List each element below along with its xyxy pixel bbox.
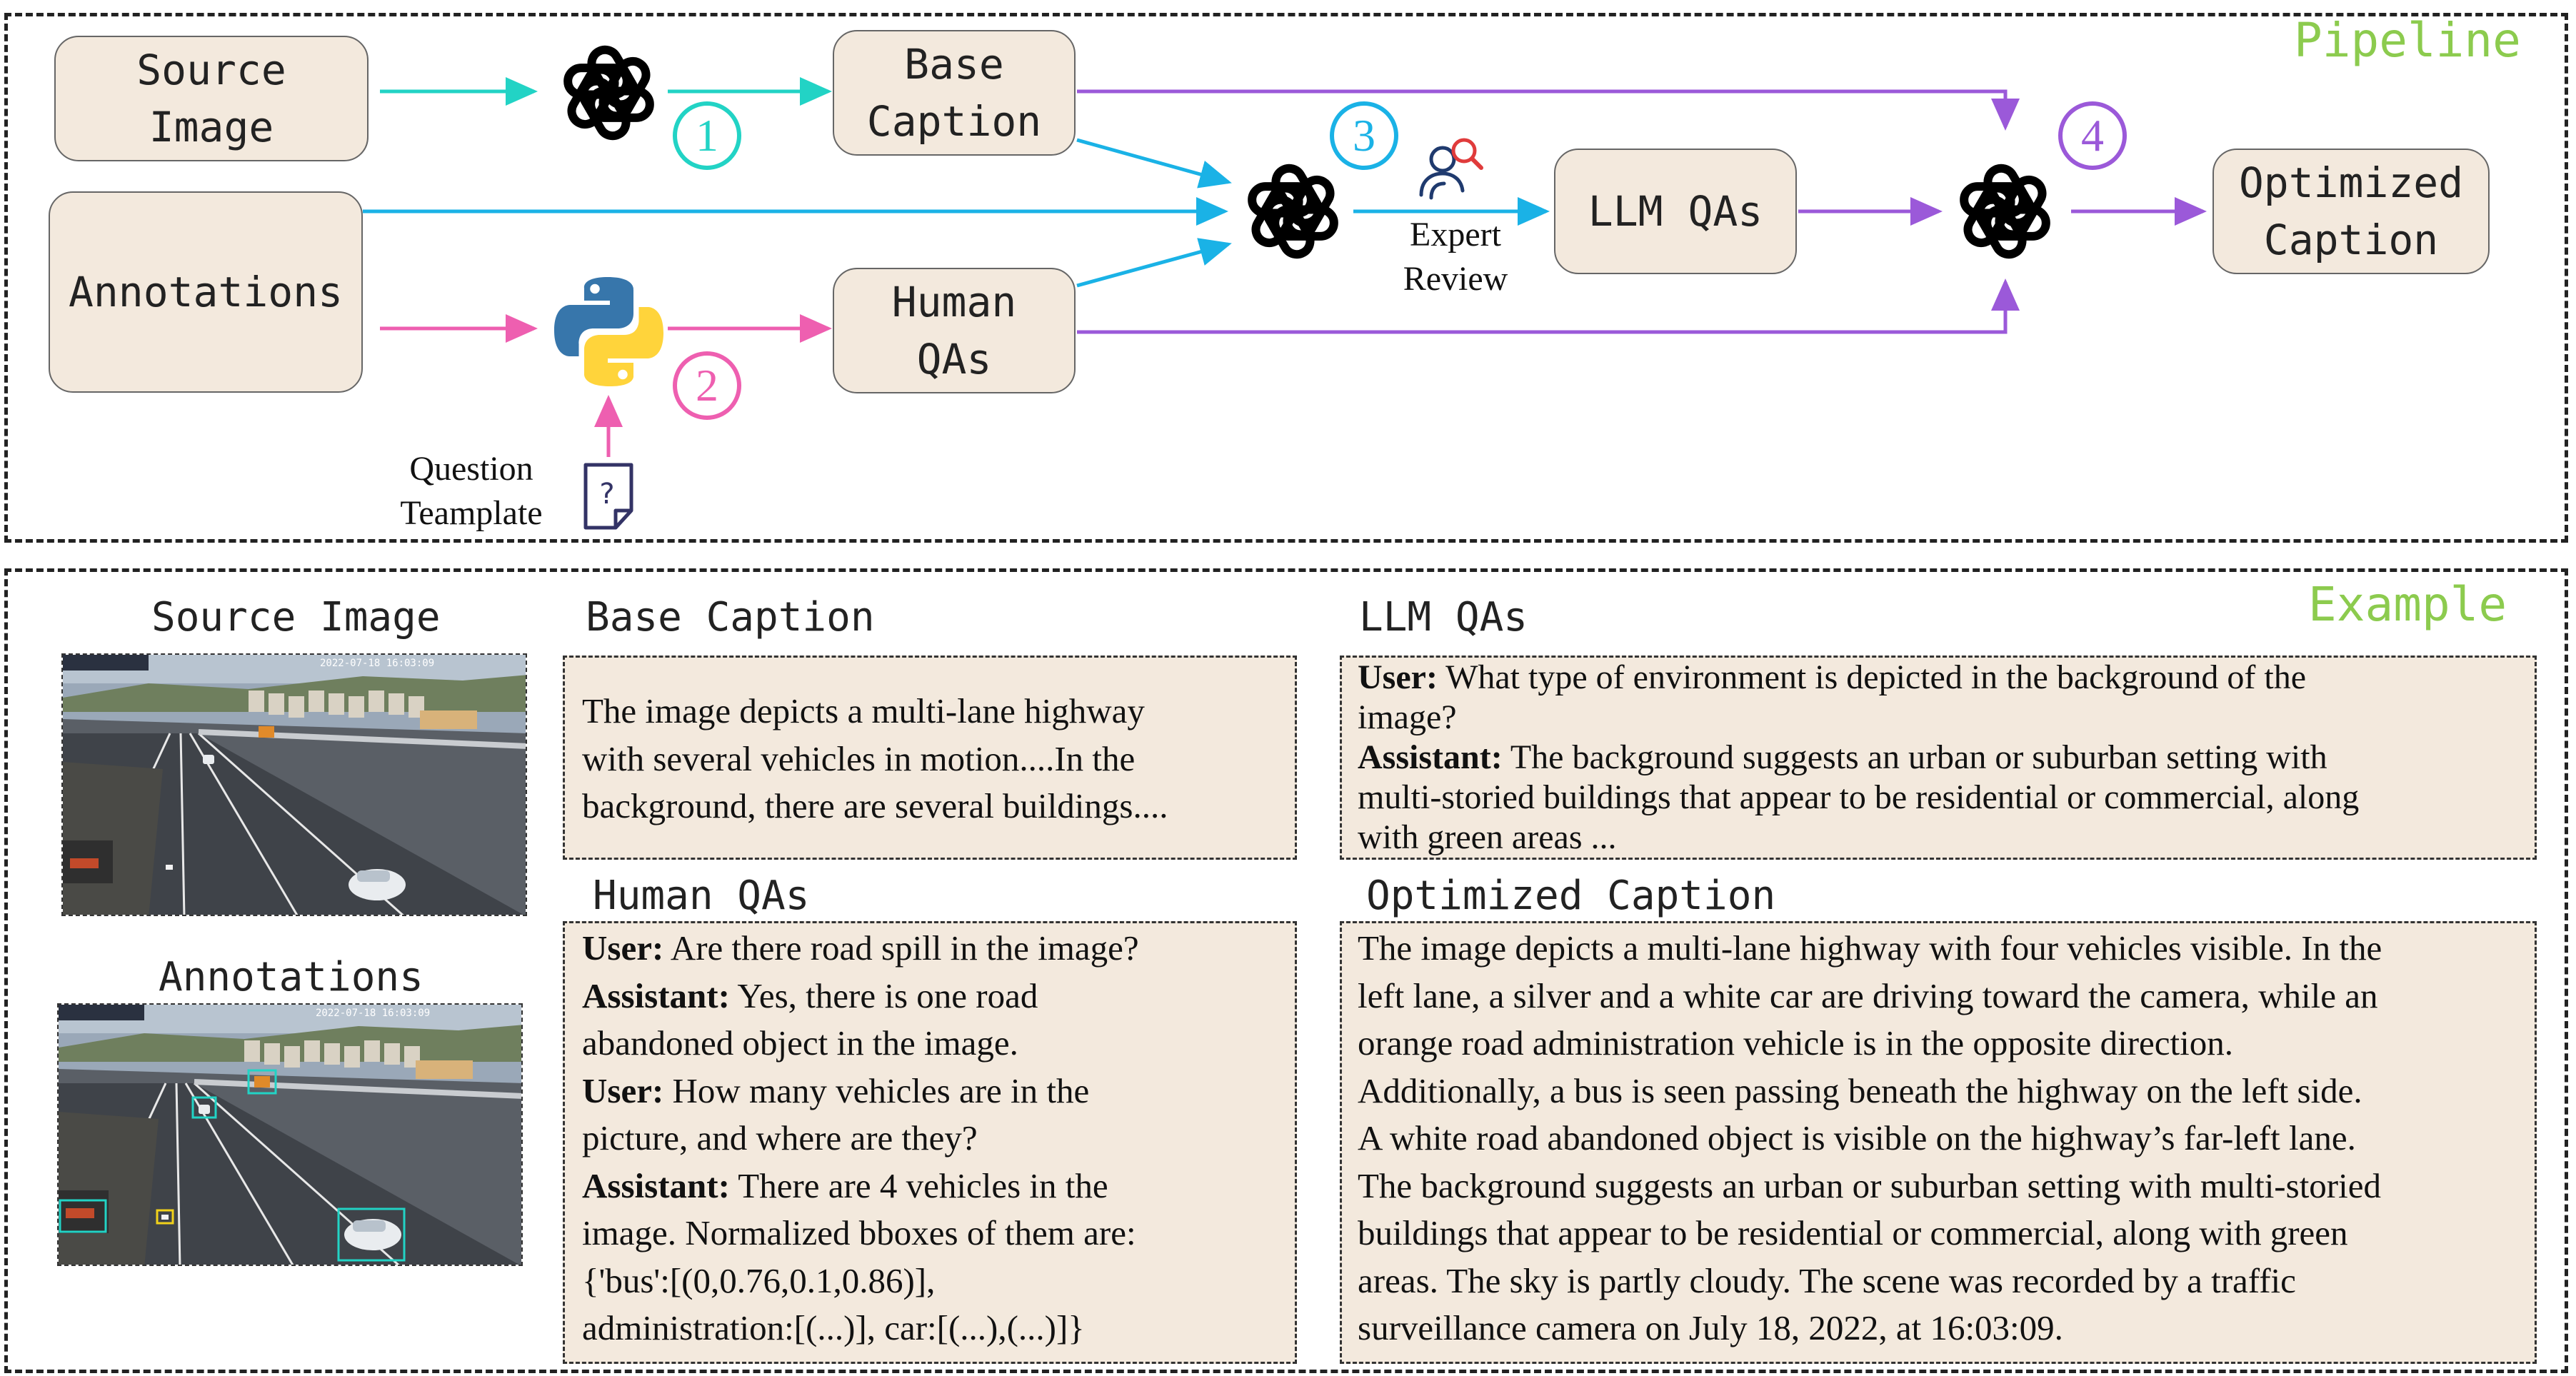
annotated-image-photo: 2022-07-18 16:03:09 — [57, 1003, 523, 1266]
source-image-photo: 2022-07-18 16:03:09 — [61, 653, 527, 916]
text-line: left lane, a silver and a white car are … — [1358, 975, 2378, 1015]
text-line: with several vehicles in motion....In th… — [582, 738, 1136, 778]
example-title: Example — [2308, 577, 2507, 632]
question-document-icon: ? — [583, 463, 633, 530]
qa-line: User: What type of environment is depict… — [1358, 658, 2307, 696]
openai-logo-icon — [563, 45, 654, 141]
base-caption-heading: Base Caption — [586, 594, 875, 641]
optimized-caption-heading: Optimized Caption — [1366, 873, 1776, 919]
text-line: The background suggests an urban or subu… — [1358, 1165, 2381, 1205]
openai-logo-icon — [1248, 164, 1338, 259]
text-line: A white road abandoned object is visible… — [1358, 1118, 2356, 1157]
qa-line: Assistant: The background suggests an ur… — [1358, 738, 2327, 776]
step-2-badge: 2 — [673, 351, 741, 420]
qa-line: {'bus':[(0,0.76,0.1,0.86)], — [582, 1260, 936, 1300]
qa-line: User: How many vehicles are in the — [582, 1070, 1090, 1110]
llm-qas-box: User: What type of environment is depict… — [1340, 656, 2537, 860]
text-line: surveillance camera on July 18, 2022, at… — [1358, 1308, 2063, 1347]
pipeline-title: Pipeline — [2294, 13, 2521, 68]
qa-line: Assistant: Yes, there is one road — [582, 975, 1038, 1015]
qa-line: picture, and where are they? — [582, 1118, 978, 1157]
human-qas-heading: Human QAs — [593, 873, 810, 919]
llm-qas-heading: LLM QAs — [1359, 594, 1528, 641]
text-line: background, there are several buildings.… — [582, 786, 1168, 825]
source-image-heading: Source Image — [151, 594, 441, 641]
pipeline-arrows — [363, 77, 2207, 457]
annotations-node: Annotations — [49, 191, 363, 393]
annotations-heading: Annotations — [159, 954, 424, 1000]
svg-text:?: ? — [599, 478, 614, 511]
text-line: Additionally, a bus is seen passing bene… — [1358, 1070, 2362, 1110]
text-line: The image depicts a multi-lane highway — [582, 691, 1145, 730]
qa-line: User: Are there road spill in the image? — [582, 928, 1139, 968]
svg-text:2022-07-18 16:03:09: 2022-07-18 16:03:09 — [316, 1008, 430, 1019]
text-line: orange road administration vehicle is in… — [1358, 1023, 2234, 1063]
qa-line: image. Normalized bboxes of them are: — [582, 1213, 1136, 1252]
openai-logo-icon — [1960, 164, 2050, 259]
llm-qas-node: LLM QAs — [1554, 149, 1797, 274]
step-3-badge: 3 — [1330, 101, 1398, 170]
svg-text:2022-07-18 16:03:09: 2022-07-18 16:03:09 — [320, 658, 434, 669]
qa-line: multi-storied buildings that appear to b… — [1358, 778, 2360, 816]
step-4-badge: 4 — [2058, 101, 2127, 170]
qa-line: administration:[(...)], car:[(...),(...)… — [582, 1308, 1085, 1347]
optimized-caption-box: The image depicts a multi-lane highway w… — [1340, 921, 2537, 1364]
base-caption-box: The image depicts a multi-lane highway w… — [563, 656, 1297, 860]
text-line: areas. The sky is partly cloudy. The sce… — [1358, 1260, 2296, 1300]
qa-line: Assistant: There are 4 vehicles in the — [582, 1165, 1108, 1205]
example-panel — [4, 568, 2568, 1373]
human-qas-box: User: Are there road spill in the image?… — [563, 921, 1297, 1364]
qa-line: image? — [1358, 698, 1457, 736]
step-1-badge: 1 — [673, 101, 741, 170]
python-logo-icon — [554, 277, 663, 386]
text-line: buildings that appear to be residential … — [1358, 1213, 2348, 1252]
qa-line: abandoned object in the image. — [582, 1023, 1018, 1063]
pipeline-panel — [4, 13, 2568, 543]
expert-review-icon — [1419, 138, 1483, 200]
qa-line: with green areas ... — [1358, 818, 1617, 856]
text-line: The image depicts a multi-lane highway w… — [1358, 928, 2382, 968]
